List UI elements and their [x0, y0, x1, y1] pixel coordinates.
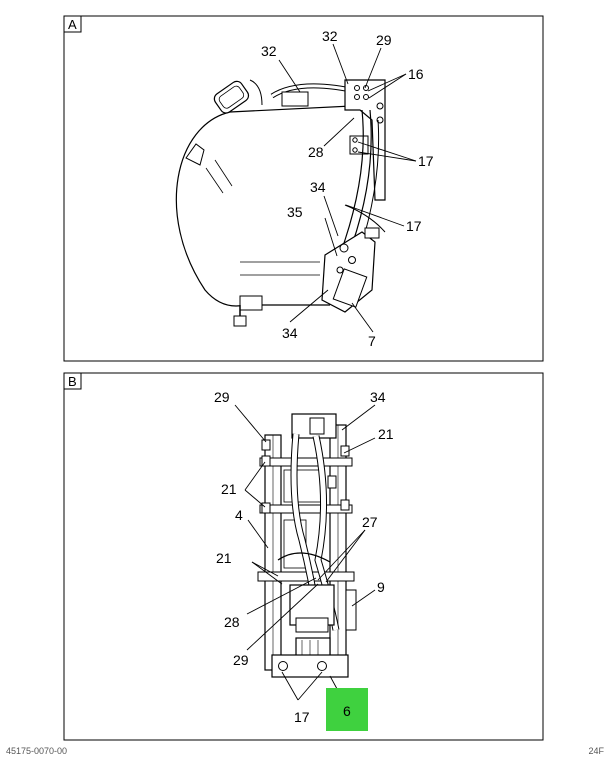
callout-a-29: 29 [376, 32, 392, 48]
callout-b-21-mid: 21 [221, 481, 237, 497]
callout-a-32-left: 32 [261, 43, 277, 59]
callout-b-29-top: 29 [214, 389, 230, 405]
panel-a-label-box [63, 15, 82, 33]
callout-a-35: 35 [287, 204, 303, 220]
cross-bolts [261, 439, 350, 514]
pump-port-1 [339, 243, 349, 253]
cross-member-1 [259, 457, 353, 467]
pump-head [295, 617, 329, 633]
mounting-bracket [344, 79, 386, 201]
pump-port-3 [336, 266, 344, 274]
callout-b-34: 34 [370, 389, 386, 405]
right-bracket [345, 589, 357, 631]
panel-a-label: A [68, 17, 77, 32]
bracket-bolt-3 [354, 94, 360, 100]
tank-outline [175, 111, 330, 307]
callout-a-16: 16 [408, 66, 424, 82]
top-valve [309, 417, 325, 435]
pump-port-2 [348, 256, 356, 264]
filler-neck [249, 79, 263, 106]
callout-a-34-bottom: 34 [282, 325, 298, 341]
drain-plug [233, 315, 247, 327]
footer-drawing-number: 45175-0070-00 [6, 746, 68, 756]
tank-line-3 [214, 159, 233, 187]
panel-a-leaders [278, 43, 417, 333]
hose-bundle-1 [334, 109, 364, 271]
cross-member-2 [259, 504, 353, 514]
mid-panel [283, 469, 325, 503]
footer-page-ref: 24F [588, 746, 604, 756]
panel-b-leaders [234, 404, 376, 701]
callout-a-17-lower: 17 [406, 218, 422, 234]
callout-b-28: 28 [224, 614, 240, 630]
panel-a-frame [63, 15, 544, 362]
base-bolt-right [317, 661, 327, 671]
callout-b-21-low: 21 [216, 550, 232, 566]
bracket-hole-1 [376, 102, 384, 110]
panel-a: A [63, 15, 544, 362]
callout-b-17: 17 [294, 709, 310, 725]
clamp-bolt-2 [352, 147, 358, 153]
base-plate [271, 654, 349, 678]
callout-b-4: 4 [235, 507, 243, 523]
item-6-highlight [326, 688, 368, 731]
callout-b-6: 6 [343, 703, 351, 719]
callout-a-17-top: 17 [418, 153, 434, 169]
pump-connector [364, 227, 380, 239]
callout-b-9: 9 [377, 579, 385, 595]
hose-cross [277, 552, 331, 563]
top-fitting [281, 91, 309, 107]
callout-b-21-top: 21 [378, 426, 394, 442]
callout-a-32-top: 32 [322, 28, 338, 44]
base-bolt-left [278, 661, 288, 671]
clamp-bolt-1 [352, 137, 358, 143]
filler-cap [213, 80, 250, 114]
level-gauge [185, 143, 205, 166]
panel-b-frame [63, 372, 544, 741]
panel-b: B [63, 372, 544, 741]
lower-hose [344, 204, 386, 233]
drain-plate [239, 295, 263, 311]
pump-motor [332, 268, 368, 308]
panel-b-label-box [63, 372, 82, 390]
callout-b-27: 27 [362, 514, 378, 530]
callout-b-29-low: 29 [233, 652, 249, 668]
callout-a-7: 7 [368, 333, 376, 349]
panel-b-label: B [68, 374, 77, 389]
bracket-hole-2 [376, 116, 384, 124]
bracket-bolt-4 [363, 94, 369, 100]
callout-a-28: 28 [308, 144, 324, 160]
bracket-bolt-1 [354, 85, 360, 91]
callout-a-34-top: 34 [310, 179, 326, 195]
tank-line-4 [205, 167, 224, 194]
